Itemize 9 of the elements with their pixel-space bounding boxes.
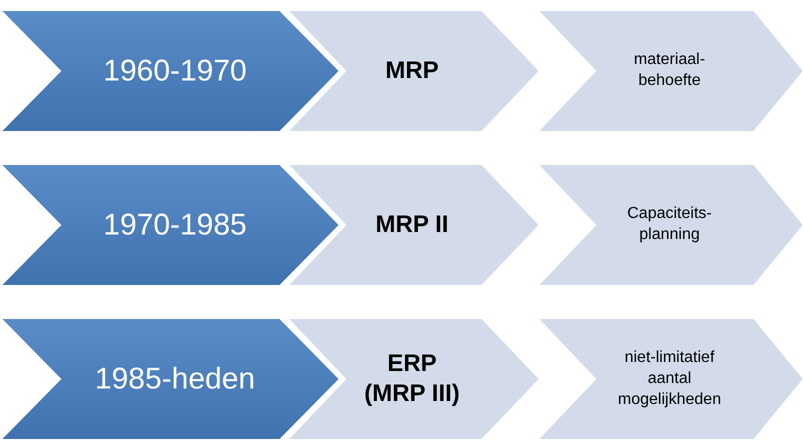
system-label: MRP II xyxy=(374,210,450,240)
period-label: 1960-1970 xyxy=(102,54,248,90)
system-label: materiaal-behoefte xyxy=(632,50,706,91)
period-label: 1985-heden xyxy=(94,362,256,398)
system-label: Capaciteits-planning xyxy=(626,204,713,245)
system-label: MRP xyxy=(384,56,440,86)
system-label: niet-limitatief aantal mogelijkheden xyxy=(616,348,722,410)
system-label: ERP (MRP III) xyxy=(363,349,461,409)
period-label: 1970-1985 xyxy=(102,208,248,244)
